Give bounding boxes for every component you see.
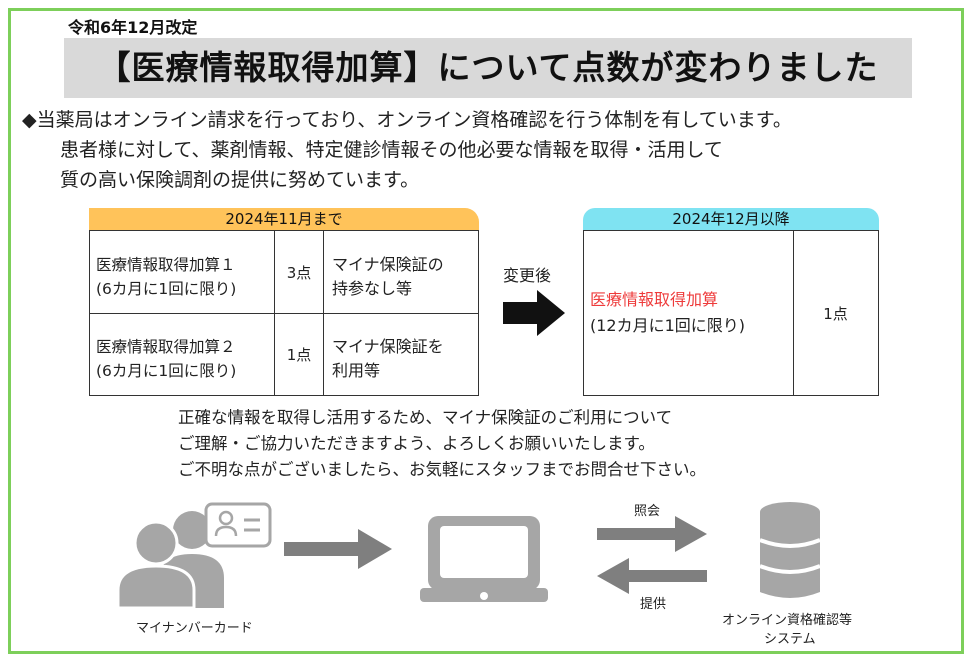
intro-line-2: 患者様に対して、薬剤情報、特定健診情報その他必要な情報を取得・活用して bbox=[60, 139, 723, 161]
provide-arrow-icon bbox=[597, 558, 707, 594]
change-label: 変更後 bbox=[503, 266, 552, 285]
before-row-1-note: マイナ保険証の 持参なし等 bbox=[332, 253, 444, 301]
before-row-2-note-line2: 利用等 bbox=[332, 361, 381, 380]
before-row-2-name-line1: 医療情報取得加算２ bbox=[96, 338, 236, 356]
before-row-1: 医療情報取得加算１ (6カ月に1回に限り) 3点 マイナ保険証の 持参なし等 bbox=[90, 231, 478, 314]
after-name: 医療情報取得加算 (12カ月に1回に限り) bbox=[590, 287, 745, 339]
after-name-sub: (12カ月に1回に限り) bbox=[590, 316, 746, 335]
after-divider bbox=[793, 231, 794, 395]
system-label-line1: オンライン資格確認等 bbox=[722, 613, 853, 628]
arrow-right-icon bbox=[284, 529, 392, 569]
query-arrow-icon bbox=[597, 516, 707, 552]
before-row-2-name-line2: (6カ月に1回に限り) bbox=[96, 362, 237, 380]
laptop-icon bbox=[420, 516, 548, 602]
before-row-1-name: 医療情報取得加算１ (6カ月に1回に限り) bbox=[96, 253, 236, 301]
before-row-2-name: 医療情報取得加算２ (6カ月に1回に限り) bbox=[96, 335, 236, 383]
query-label: 照会 bbox=[634, 504, 661, 519]
before-heading: 2024年11月まで bbox=[89, 208, 479, 230]
notice-line-1: 正確な情報を取得し活用するため、マイナ保険証のご利用について bbox=[178, 408, 673, 427]
before-row-2-points: 1点 bbox=[274, 313, 324, 395]
before-table: 医療情報取得加算１ (6カ月に1回に限り) 3点 マイナ保険証の 持参なし等 医… bbox=[89, 230, 479, 396]
notice-text: 正確な情報を取得し活用するため、マイナ保険証のご利用について ご理解・ご協力いた… bbox=[178, 405, 706, 483]
before-row-1-note-line1: マイナ保険証の bbox=[332, 255, 444, 274]
before-row-1-name-line1: 医療情報取得加算１ bbox=[96, 256, 236, 274]
intro-line-1: ◆当薬局はオンライン請求を行っており、オンライン資格確認を行う体制を有しています… bbox=[22, 109, 792, 131]
page-frame bbox=[8, 8, 964, 654]
database-icon bbox=[759, 502, 821, 598]
title-banner bbox=[64, 38, 912, 98]
right-arrow-icon bbox=[503, 290, 565, 336]
after-points: 1点 bbox=[823, 304, 848, 323]
notice-line-3: ご不明な点がございましたら、お気軽にスタッフまでお問合せ下さい。 bbox=[178, 460, 706, 479]
page-title: 【医療情報取得加算】について点数が変わりました bbox=[97, 48, 879, 87]
system-label-line2: システム bbox=[764, 632, 816, 647]
before-row-1-name-line2: (6カ月に1回に限り) bbox=[96, 280, 237, 298]
after-heading: 2024年12月以降 bbox=[583, 208, 879, 230]
provide-label: 提供 bbox=[640, 597, 667, 612]
before-row-2-note: マイナ保険証を 利用等 bbox=[332, 335, 444, 383]
card-label: マイナンバーカード bbox=[136, 621, 253, 636]
after-name-title: 医療情報取得加算 bbox=[590, 290, 719, 309]
before-row-1-note-line2: 持参なし等 bbox=[332, 279, 413, 298]
notice-line-2: ご理解・ご協力いただきますよう、よろしくお願いいたします。 bbox=[178, 434, 655, 453]
after-table: 医療情報取得加算 (12カ月に1回に限り) 1点 bbox=[583, 230, 879, 396]
before-row-2: 医療情報取得加算２ (6カ月に1回に限り) 1点 マイナ保険証を 利用等 bbox=[90, 313, 478, 395]
users-with-card-icon bbox=[116, 502, 272, 608]
revision-date: 令和6年12月改定 bbox=[68, 18, 198, 37]
intro-text: ◆当薬局はオンライン請求を行っており、オンライン資格確認を行う体制を有しています… bbox=[22, 105, 792, 195]
before-row-2-note-line1: マイナ保険証を bbox=[332, 337, 444, 356]
intro-line-3: 質の高い保険調剤の提供に努めています。 bbox=[60, 169, 420, 191]
before-row-1-points: 3点 bbox=[274, 231, 324, 313]
